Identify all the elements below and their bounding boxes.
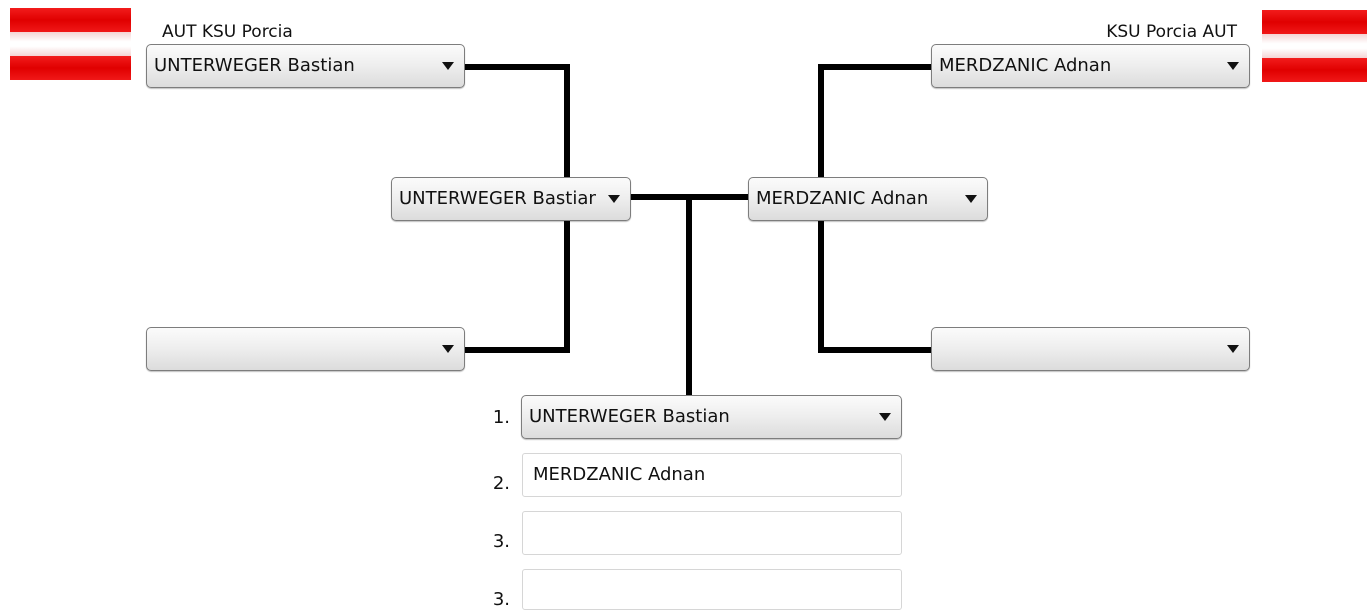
bracket-line (818, 64, 824, 178)
austria-flag-right-icon (1262, 10, 1367, 82)
rank-1-label: 1. (492, 407, 510, 428)
bracket-line (564, 220, 570, 353)
left-winner-value: UNTERWEGER Bastian (399, 188, 596, 209)
left-seed2-value (154, 328, 430, 370)
bracket-line (818, 347, 931, 353)
right-winner-value: MERDZANIC Adnan (756, 188, 929, 209)
third-place-field-a (522, 511, 902, 555)
rank-2-label: 2. (492, 473, 510, 494)
chevron-down-icon (442, 62, 454, 70)
right-seed2-value (939, 328, 1215, 370)
bracket-line (818, 220, 824, 353)
right-club-label: KSU Porcia AUT (1106, 22, 1237, 42)
left-seed1-dropdown[interactable]: UNTERWEGER Bastian (146, 44, 465, 88)
final-connector-line (686, 194, 692, 396)
right-winner-dropdown[interactable]: MERDZANIC Adnan (748, 177, 988, 221)
bracket-line (465, 347, 570, 353)
bracket-line (465, 64, 570, 70)
chevron-down-icon (442, 345, 454, 353)
bracket-line (818, 64, 931, 70)
left-seed1-value: UNTERWEGER Bastian (154, 55, 355, 76)
second-place-field: MERDZANIC Adnan (522, 453, 902, 497)
chevron-down-icon (608, 195, 620, 203)
left-club-label: AUT KSU Porcia (162, 22, 293, 42)
first-place-dropdown[interactable]: UNTERWEGER Bastian (521, 395, 902, 439)
third-place-field-b (522, 569, 902, 610)
chevron-down-icon (1227, 62, 1239, 70)
chevron-down-icon (879, 413, 891, 421)
second-place-value: MERDZANIC Adnan (533, 464, 706, 485)
bracket-line (564, 64, 570, 178)
first-place-value: UNTERWEGER Bastian (529, 406, 730, 427)
chevron-down-icon (1227, 345, 1239, 353)
right-seed1-value: MERDZANIC Adnan (939, 55, 1112, 76)
right-seed1-dropdown[interactable]: MERDZANIC Adnan (931, 44, 1250, 88)
left-winner-dropdown[interactable]: UNTERWEGER Bastian (391, 177, 631, 221)
left-seed2-dropdown[interactable] (146, 327, 465, 371)
rank-3b-label: 3. (492, 589, 510, 610)
right-seed2-dropdown[interactable] (931, 327, 1250, 371)
rank-3a-label: 3. (492, 531, 510, 552)
austria-flag-left-icon (10, 8, 131, 80)
chevron-down-icon (965, 195, 977, 203)
